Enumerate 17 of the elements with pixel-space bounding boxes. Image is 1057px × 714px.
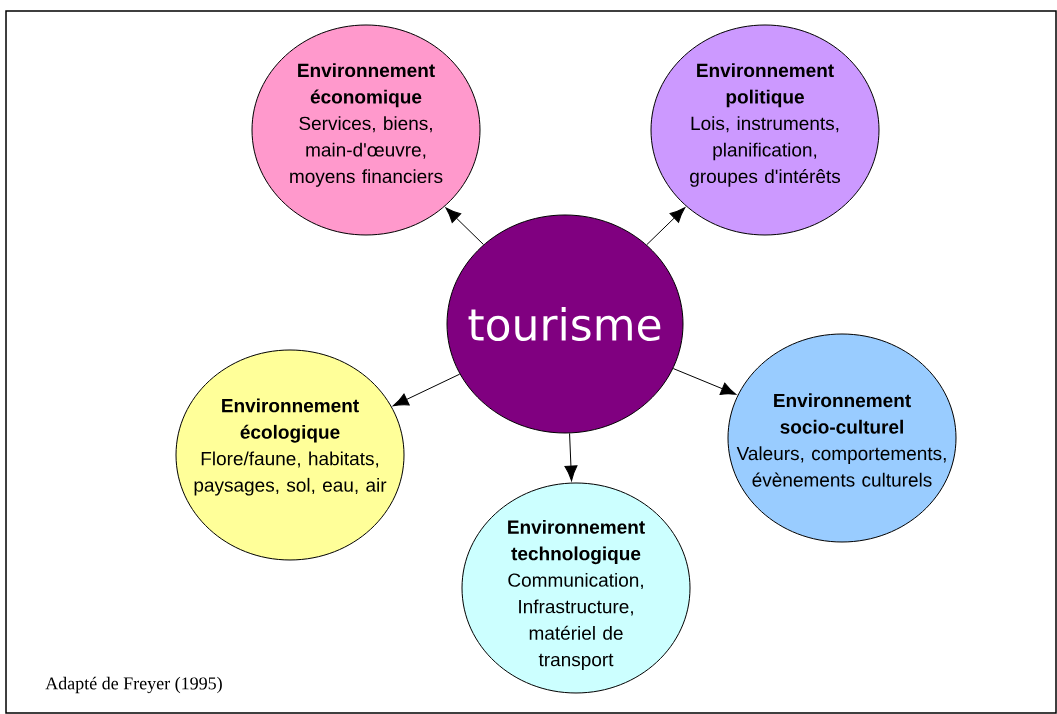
caption: Adapté de Freyer (1995) bbox=[45, 676, 222, 694]
arrow bbox=[646, 207, 686, 246]
arrow bbox=[445, 207, 484, 246]
heading: Environnement technologique bbox=[508, 519, 645, 565]
center-label: tourisme bbox=[468, 307, 661, 342]
heading: Environnement économique bbox=[298, 63, 435, 108]
heading: Environnement écologique bbox=[222, 398, 359, 443]
arrow bbox=[564, 432, 578, 482]
body-text: Communication, Infrastructure, matériel de transport bbox=[508, 572, 643, 671]
heading: Environnement socio-culturel bbox=[774, 393, 911, 434]
arrow bbox=[672, 368, 737, 395]
body-text: Valeurs, comportements, évènements culturels bbox=[736, 446, 946, 487]
body-text: Services, biens, main-d'œuvre, moyens financiers bbox=[290, 116, 443, 187]
body-text: Lois, instruments, planification, groupes d'intérêts bbox=[690, 116, 841, 187]
arrow bbox=[392, 373, 461, 407]
body-text: Flore/faune, habitats, paysages, sol, eau, air bbox=[194, 451, 387, 496]
heading: Environnement politique bbox=[697, 63, 834, 108]
